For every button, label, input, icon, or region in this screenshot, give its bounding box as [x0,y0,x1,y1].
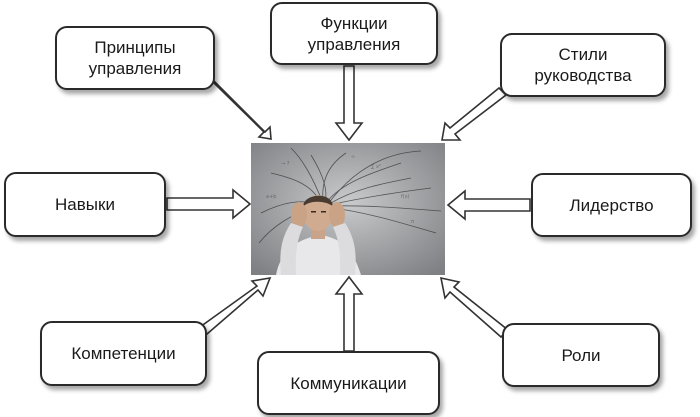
node-styles: Стили руководства [500,33,666,97]
node-styles-line-1: Стили [558,45,608,64]
thinking-man-illustration: ∑ x² f(x) → ? π ∞ a+b [251,143,445,275]
center-photo: ∑ x² f(x) → ? π ∞ a+b [251,143,445,275]
arrow-roles-to-center [439,276,510,339]
svg-text:a+b: a+b [266,194,276,200]
node-roles: Роли [502,323,660,387]
arrow-styles-to-center [441,86,508,141]
svg-text:∞: ∞ [351,154,355,160]
node-leadership-label: Лидерство [569,195,654,215]
node-skills: Навыки [4,172,166,237]
node-functions-line-1: Функции [320,13,388,33]
node-competence-label: Компетенции [71,344,176,363]
arrow-competence-to-center [198,276,272,336]
node-skills-label: Навыки [55,195,115,214]
arrow-principles-to-center [211,79,272,140]
svg-text:∑ x²: ∑ x² [371,164,381,170]
node-styles-line-2: руководства [534,66,632,85]
node-communications-label: Коммуникации [290,373,407,393]
node-communications: Коммуникации [257,351,440,415]
svg-text:π: π [411,219,414,225]
node-functions: Функции управления [270,2,438,65]
arrow-functions-to-center [334,65,364,142]
node-functions-line-2: управления [307,34,401,54]
node-principles: Принципы управления [55,26,215,90]
node-roles-label: Роли [561,345,601,365]
arrow-leadership-to-center [446,189,531,221]
arrow-communications-to-center [334,275,364,352]
node-principles-line-1: Принципы [94,38,176,57]
svg-text:→ ?: → ? [281,161,290,167]
svg-text:f(x): f(x) [401,194,410,200]
arrow-skills-to-center [166,188,252,220]
node-competence: Компетенции [40,321,207,386]
node-leadership: Лидерство [531,173,692,237]
node-principles-line-2: управления [88,59,182,78]
